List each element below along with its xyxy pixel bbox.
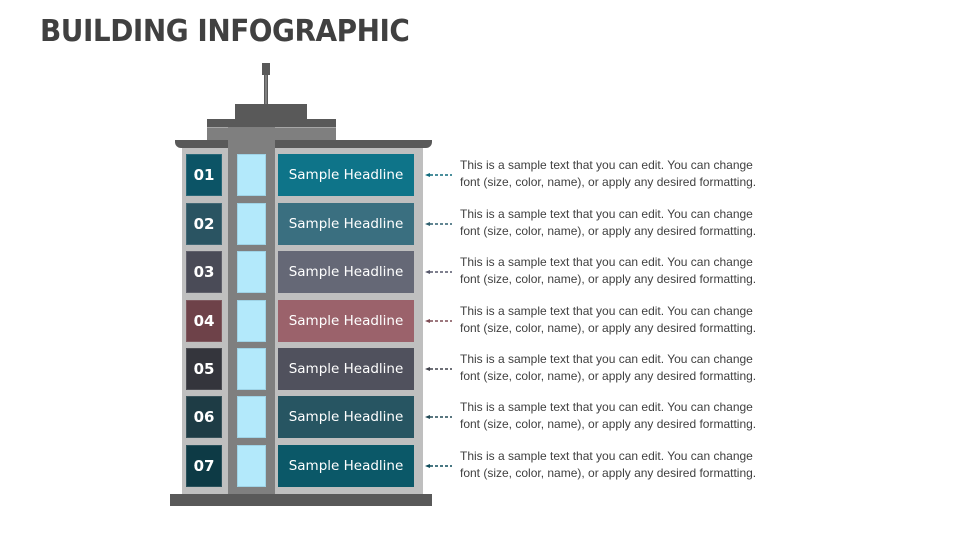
antenna-pole	[264, 75, 268, 104]
window	[237, 203, 266, 245]
description-line-2: font (size, color, name), or apply any d…	[460, 417, 757, 431]
arrow-left-icon	[425, 415, 452, 419]
description-line-2: font (size, color, name), or apply any d…	[460, 224, 757, 238]
page-title: BUILDING INFOGRAPHIC	[40, 14, 410, 49]
arrow-left-icon	[425, 270, 452, 274]
description-text: This is a sample text that you can edit.…	[460, 254, 800, 288]
roof-slab-left	[175, 140, 228, 148]
window	[237, 154, 266, 196]
description-text: This is a sample text that you can edit.…	[460, 351, 800, 385]
description-text: This is a sample text that you can edit.…	[460, 157, 800, 191]
floor-number-box: 03	[186, 251, 222, 293]
window	[237, 251, 266, 293]
description-line-1: This is a sample text that you can edit.…	[460, 207, 753, 221]
arrow-left-icon	[425, 367, 452, 371]
window	[237, 300, 266, 342]
floor-number-box: 04	[186, 300, 222, 342]
window	[237, 396, 266, 438]
floor-row-01: 01 Sample Headline This is a sample text…	[0, 154, 960, 196]
floor-number-box: 05	[186, 348, 222, 390]
floor-row-05: 05 Sample Headline This is a sample text…	[0, 348, 960, 390]
headline-box: Sample Headline	[278, 348, 414, 390]
arrow-left-icon	[425, 222, 452, 226]
description-line-1: This is a sample text that you can edit.…	[460, 352, 753, 366]
floor-number-box: 06	[186, 396, 222, 438]
floor-row-02: 02 Sample Headline This is a sample text…	[0, 203, 960, 245]
floor-row-07: 07 Sample Headline This is a sample text…	[0, 445, 960, 487]
description-line-1: This is a sample text that you can edit.…	[460, 449, 753, 463]
description-line-2: font (size, color, name), or apply any d…	[460, 272, 757, 286]
floor-number-box: 02	[186, 203, 222, 245]
headline-box: Sample Headline	[278, 300, 414, 342]
floor-number-box: 07	[186, 445, 222, 487]
window	[237, 348, 266, 390]
floor-number-box: 01	[186, 154, 222, 196]
arrow-left-icon	[425, 464, 452, 468]
headline-box: Sample Headline	[278, 154, 414, 196]
building-base	[170, 494, 432, 506]
description-line-1: This is a sample text that you can edit.…	[460, 400, 753, 414]
floor-row-04: 04 Sample Headline This is a sample text…	[0, 300, 960, 342]
description-line-2: font (size, color, name), or apply any d…	[460, 175, 757, 189]
description-line-1: This is a sample text that you can edit.…	[460, 158, 753, 172]
roof-top-block	[235, 104, 307, 119]
description-line-1: This is a sample text that you can edit.…	[460, 255, 753, 269]
antenna-cap	[262, 63, 270, 75]
arrow-left-icon	[425, 319, 452, 323]
headline-box: Sample Headline	[278, 445, 414, 487]
headline-box: Sample Headline	[278, 203, 414, 245]
description-line-1: This is a sample text that you can edit.…	[460, 304, 753, 318]
description-text: This is a sample text that you can edit.…	[460, 448, 800, 482]
roof-middle-block	[207, 119, 336, 127]
arrow-left-icon	[425, 173, 452, 177]
description-line-2: font (size, color, name), or apply any d…	[460, 369, 757, 383]
floor-row-06: 06 Sample Headline This is a sample text…	[0, 396, 960, 438]
description-line-2: font (size, color, name), or apply any d…	[460, 321, 757, 335]
window	[237, 445, 266, 487]
description-text: This is a sample text that you can edit.…	[460, 303, 800, 337]
description-text: This is a sample text that you can edit.…	[460, 399, 800, 433]
description-text: This is a sample text that you can edit.…	[460, 206, 800, 240]
headline-box: Sample Headline	[278, 251, 414, 293]
description-line-2: font (size, color, name), or apply any d…	[460, 466, 757, 480]
headline-box: Sample Headline	[278, 396, 414, 438]
floor-row-03: 03 Sample Headline This is a sample text…	[0, 251, 960, 293]
roof-slab-right	[275, 140, 432, 148]
